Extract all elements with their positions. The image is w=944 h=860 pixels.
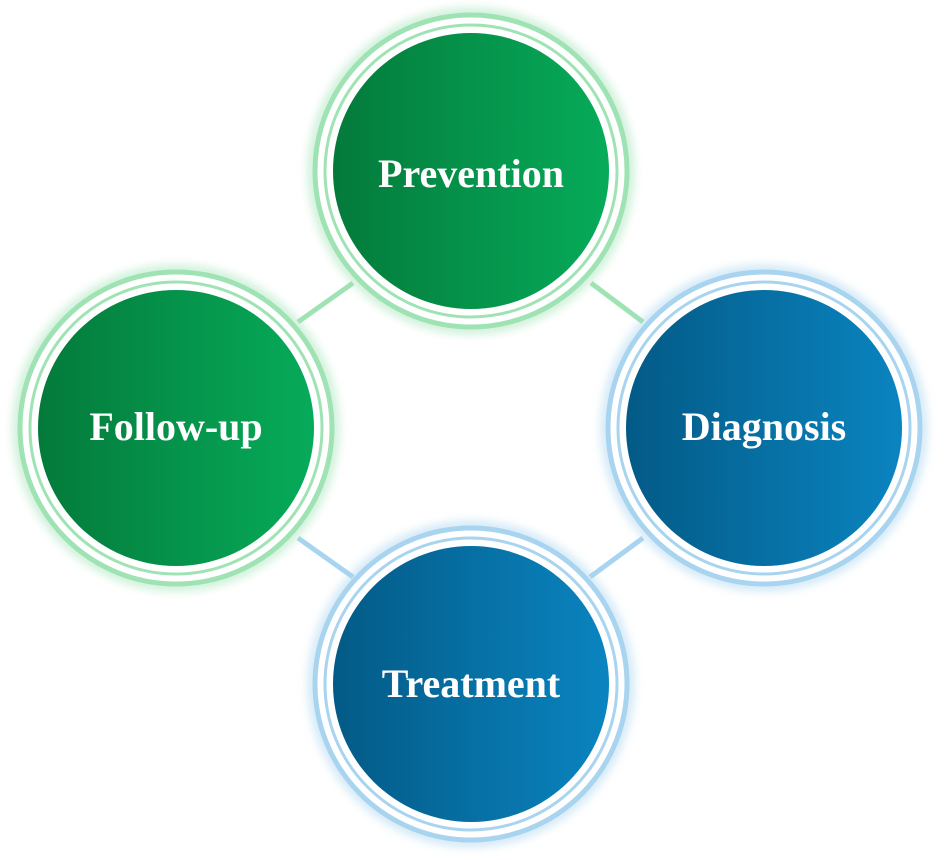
- node-follow-up: Follow-up: [14, 266, 338, 590]
- node-inner-ring: [28, 280, 324, 576]
- node-treatment: Treatment: [309, 522, 633, 846]
- connector-diagnosis-treatment: [588, 535, 645, 580]
- node-fill: [38, 290, 314, 566]
- connector-prevention-diagnosis: [589, 281, 645, 324]
- node-fill: [333, 546, 609, 822]
- connector-treatment-follow-up: [296, 535, 355, 580]
- node-inner-ring: [323, 536, 619, 832]
- connector-follow-up-prevention: [296, 280, 355, 325]
- node-fill: [626, 290, 902, 566]
- node-label-diagnosis: Diagnosis: [682, 404, 847, 449]
- node-label-treatment: Treatment: [382, 661, 561, 706]
- node-fill: [333, 33, 609, 309]
- connectors: [296, 280, 645, 580]
- node-inner-ring: [616, 280, 912, 576]
- node-inner-ring: [323, 23, 619, 319]
- node-diagnosis: Diagnosis: [602, 266, 926, 590]
- node-label-prevention: Prevention: [378, 151, 564, 196]
- node-label-follow-up: Follow-up: [89, 404, 262, 449]
- node-prevention: Prevention: [309, 9, 633, 333]
